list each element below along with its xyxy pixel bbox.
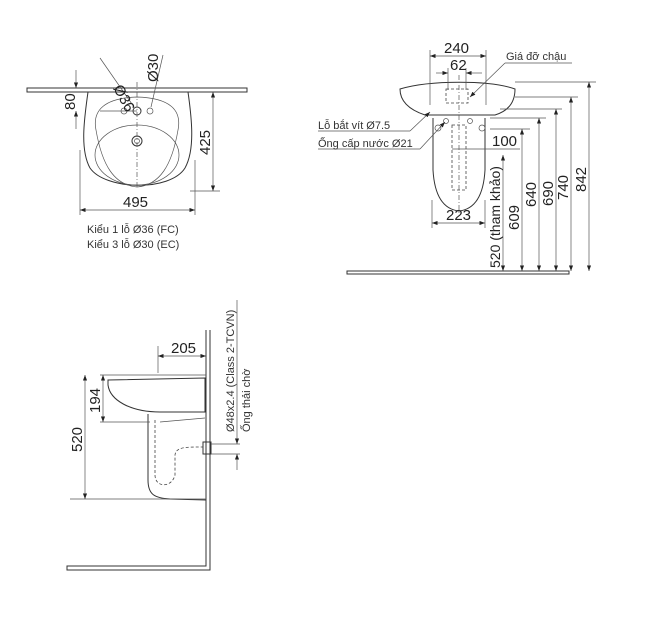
dim-425: 425 [197,130,214,155]
label-supply-pipe: Ống cấp nước Ø21 [318,136,413,150]
bracket [445,88,469,104]
note-1-hole: Kiểu 1 lỗ Ø36 (FC) [87,223,179,236]
siphon-trap [154,420,204,486]
label-waste-pipe: Ống thải chờ [239,369,253,432]
front-view: 240 62 Giá đỡ chậu Lỗ bắt vít Ø7.5 Ống c… [318,40,596,275]
dim-495: 495 [123,194,148,211]
label-screw-hole: Lỗ bắt vít Ø7.5 [318,119,390,132]
note-3-hole: Kiểu 3 lỗ Ø30 (EC) [87,238,179,251]
dim-640: 640 [523,182,540,207]
dim-hole-30: Ø30 [145,54,162,82]
top-view: Ø36 Ø30 80 425 495 Kiểu 1 lỗ Ø36 (FC) Ki… [26,54,248,251]
dim-240: 240 [444,40,469,57]
dim-740: 740 [555,175,572,200]
label-bracket: Giá đỡ chậu [506,51,566,63]
dim-690: 690 [540,181,557,206]
tap-hole-right [146,107,154,115]
dim-223: 223 [446,207,471,224]
basin-inner-rim [94,96,180,188]
wall-and-floor [66,330,211,571]
side-basin [107,377,206,413]
side-view: 205 194 520 Ø48x2.4 (Class 2-TCVN) Ống t… [66,300,253,571]
dim-520: 520 [69,427,86,452]
dim-205: 205 [171,340,196,357]
side-pedestal [147,414,207,501]
waste-outlet [202,441,212,455]
dim-609: 609 [506,205,523,230]
dim-62: 62 [450,57,467,74]
dim-842: 842 [573,167,590,192]
dim-194: 194 [87,388,104,413]
front-pedestal [432,118,486,212]
floor-line [346,270,570,275]
dim-100: 100 [492,133,517,150]
label-pipe-spec: Ø48x2.4 (Class 2-TCVN) [225,310,237,432]
front-basin [399,81,516,116]
dim-520-reference: 520 (tham khảo) [487,166,503,268]
dim-80: 80 [62,93,79,110]
